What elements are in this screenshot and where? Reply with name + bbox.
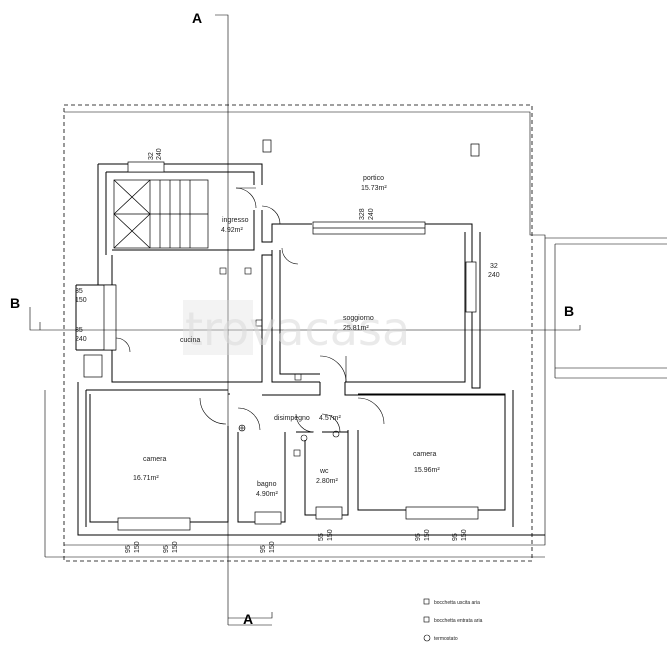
room-area-portico: 15.73m²: [361, 185, 387, 192]
dim-label: 240: [156, 148, 163, 160]
dim-label: 35: [75, 288, 83, 295]
room-area-ingresso: 4.92m²: [221, 227, 243, 234]
dim-label: 95: [452, 533, 459, 541]
dim-label: 32: [490, 263, 498, 270]
dim-label: 95: [415, 533, 422, 541]
right-terrace: [545, 237, 667, 379]
section-label-b-left: B: [10, 295, 20, 311]
roof-outline: [63, 104, 533, 562]
dim-label: 150: [172, 541, 179, 553]
dim-label: 240: [75, 336, 87, 343]
dim-label: 240: [368, 208, 375, 220]
dim-label: 150: [327, 529, 334, 541]
site-outline: [64, 111, 546, 546]
dimension-labels: 32 240 328 240 32 240 35 150 35 240 95 1…: [75, 148, 500, 553]
vent-in-icon: [423, 616, 430, 623]
section-lines: [29, 14, 581, 626]
room-area-bagno: 4.90m²: [256, 491, 278, 498]
section-label-b-right: B: [564, 303, 574, 319]
legend-item: bocchetta entrata aria: [434, 618, 483, 624]
legend-item: termostato: [434, 636, 458, 642]
dim-label: 240: [488, 272, 500, 279]
legend: bocchetta uscita aria bocchetta entrata …: [423, 598, 483, 642]
dim-label: 95: [163, 545, 170, 553]
room-label-bagno: bagno: [257, 481, 277, 488]
dim-label: 150: [269, 541, 276, 553]
dim-label: 55: [318, 533, 325, 541]
staircase: [113, 179, 209, 249]
room-area-camera-right: 15.96m²: [414, 467, 440, 474]
section-label-a-bottom: A: [243, 611, 253, 627]
room-label-camera-left: camera: [143, 456, 166, 463]
dim-label: 150: [134, 541, 141, 553]
room-label-cucina: cucina: [180, 337, 200, 344]
dim-label: 32: [148, 152, 155, 160]
dim-label: 95: [260, 545, 267, 553]
room-area-soggiorno: 25.81m²: [343, 325, 369, 332]
dim-label: 150: [424, 529, 431, 541]
section-label-a-top: A: [192, 10, 202, 26]
room-label-ingresso: ingresso: [222, 217, 249, 224]
room-area-camera-left: 16.71m²: [133, 475, 159, 482]
dim-label: 35: [75, 327, 83, 334]
dim-label: 150: [75, 297, 87, 304]
room-area-disimpegno: 4.57m²: [319, 415, 341, 422]
room-label-disimpegno: disimpegno: [274, 415, 310, 422]
watermark: trovacasa: [185, 302, 410, 356]
doors: [115, 187, 385, 433]
room-label-soggiorno: soggiorno: [343, 315, 374, 322]
symbols: [219, 267, 340, 457]
room-label-camera-right: camera: [413, 451, 436, 458]
windows: [103, 161, 479, 531]
dim-label: 95: [125, 545, 132, 553]
legend-item: bocchetta uscita aria: [434, 600, 480, 606]
thermostat-icon: [423, 634, 431, 642]
room-label-portico: portico: [363, 175, 384, 182]
dim-label: 328: [359, 208, 366, 220]
room-area-wc: 2.80m²: [316, 478, 338, 485]
room-label-wc: wc: [319, 468, 329, 475]
vent-out-icon: [423, 598, 430, 605]
dim-label: 150: [461, 529, 468, 541]
